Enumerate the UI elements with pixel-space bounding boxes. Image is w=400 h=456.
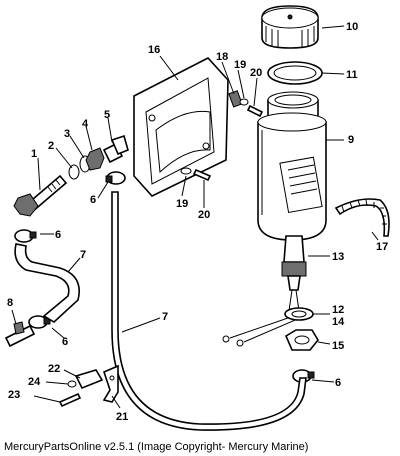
part-21-bracket[interactable] [102,364,119,403]
part-7-hose-short[interactable] [14,243,80,323]
part-2-washer[interactable] [68,164,80,180]
callout-9: 9 [348,134,354,146]
callout-6-right: 6 [335,377,341,389]
callout-20-lower: 20 [198,209,210,221]
callout-5: 5 [104,109,110,121]
image-caption: MercuryPartsOnline v2.5.1 (Image Copyrig… [4,441,309,453]
callout-12: 12 [332,304,344,316]
callout-19-lower: 19 [176,198,188,210]
callout-23: 23 [8,389,20,401]
part-4-nut[interactable] [85,147,105,171]
part-1-fitting[interactable] [13,174,68,217]
part-6-clamp-b[interactable] [105,171,126,185]
callout-7-long: 7 [162,311,168,323]
part-6-clamp-a[interactable] [14,229,37,243]
callout-labels: 1 2 3 4 5 6 6 6 6 7 7 8 9 10 11 12 13 14… [7,21,388,423]
part-20-screw-lower[interactable] [192,168,212,182]
callout-18: 18 [216,51,228,63]
callout-17: 17 [376,241,388,253]
part-16-bracket[interactable] [133,57,229,197]
callout-11: 11 [346,69,358,81]
callout-15: 15 [332,340,344,352]
part-23-screw[interactable] [58,392,82,408]
callout-13: 13 [332,251,344,263]
callout-6-upper: 6 [90,194,96,206]
callout-4: 4 [82,118,89,130]
callout-24: 24 [28,376,41,388]
callout-22: 22 [48,363,60,375]
part-12-14-washer[interactable] [284,307,314,321]
part-7-hose-long[interactable] [111,191,307,431]
callout-2: 2 [48,140,54,152]
exploded-parts-diagram: 1 2 3 4 5 6 6 6 6 7 7 8 9 10 11 12 13 14… [4,5,390,431]
part-8-fitting[interactable] [4,321,36,348]
callout-19-upper: 19 [234,59,246,71]
part-6-clamp-c[interactable] [28,315,51,329]
part-9-reservoir[interactable] [257,91,327,241]
part-24-washer[interactable] [67,380,77,388]
part-20-screw-upper[interactable] [246,104,264,118]
callout-21: 21 [116,411,128,423]
callout-14: 14 [332,316,345,328]
callout-16: 16 [148,44,160,56]
part-11-gasket[interactable] [267,61,323,85]
callout-8: 8 [7,297,13,309]
part-15-nut[interactable] [284,329,319,351]
part-19-washer-upper[interactable] [239,98,249,106]
callout-10: 10 [346,21,358,33]
part-17-vent-tube[interactable] [334,198,390,237]
callout-6-left: 6 [55,229,61,241]
part-19-washer-lower[interactable] [180,167,192,175]
callout-6-lower: 6 [62,336,68,348]
part-18-clip[interactable] [228,90,243,108]
part-5-elbow-fitting[interactable] [102,134,129,164]
callout-3: 3 [64,128,70,140]
part-13-sensor[interactable] [222,235,307,347]
part-10-cap[interactable] [261,5,319,49]
callout-20-upper: 20 [250,67,262,79]
callout-7-short: 7 [80,249,86,261]
part-22-clamp[interactable] [74,369,104,390]
callout-1: 1 [31,148,37,160]
leader-lines [11,25,379,409]
